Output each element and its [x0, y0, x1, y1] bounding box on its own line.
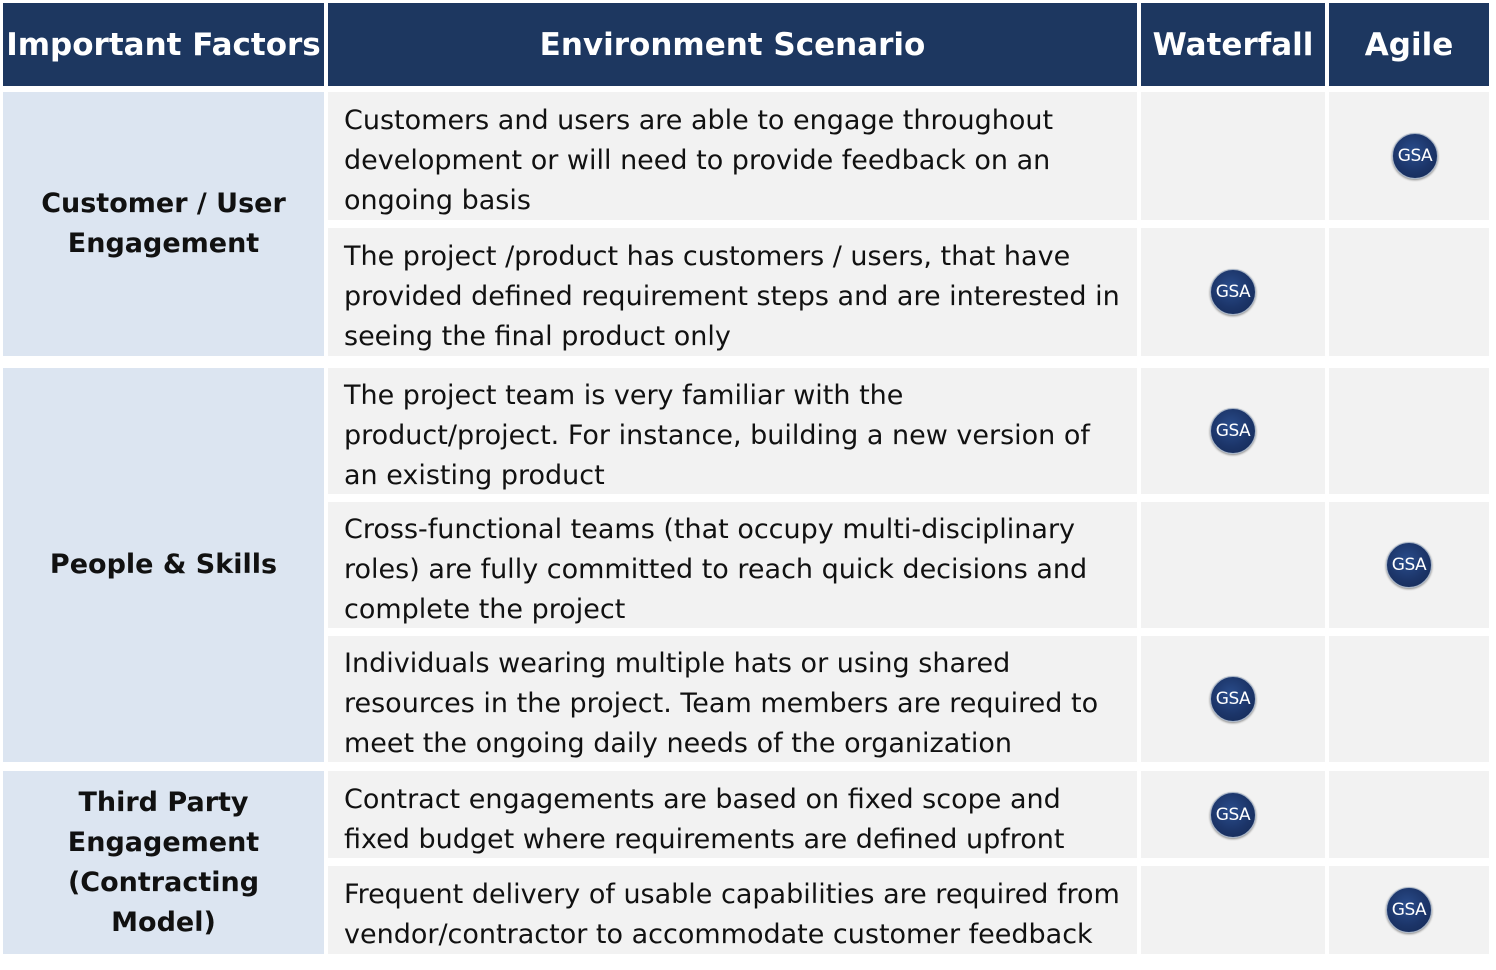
agile-cell: [1329, 636, 1489, 762]
agile-cell: GSA: [1329, 92, 1489, 220]
gsa-badge-icon: GSA: [1386, 542, 1432, 588]
gsa-badge-icon: GSA: [1210, 269, 1256, 315]
waterfall-cell: [1141, 502, 1325, 628]
waterfall-cell: GSA: [1141, 771, 1325, 858]
header-waterfall: Waterfall: [1141, 3, 1325, 86]
factor-third-party-engagement: Third Party Engagement (Contracting Mode…: [3, 771, 324, 954]
waterfall-cell: GSA: [1141, 228, 1325, 356]
scenario-cell: Customers and users are able to engage t…: [328, 92, 1137, 220]
gsa-badge-icon: GSA: [1210, 408, 1256, 454]
waterfall-cell: [1141, 866, 1325, 954]
gsa-badge-icon: GSA: [1392, 133, 1438, 179]
agile-cell: [1329, 771, 1489, 858]
waterfall-cell: GSA: [1141, 368, 1325, 494]
scenario-cell: The project /product has customers / use…: [328, 228, 1137, 356]
agile-cell: GSA: [1329, 866, 1489, 954]
scenario-cell: Individuals wearing multiple hats or usi…: [328, 636, 1137, 762]
scenario-cell: Cross-functional teams (that occupy mult…: [328, 502, 1137, 628]
header-agile: Agile: [1329, 3, 1489, 86]
waterfall-cell: GSA: [1141, 636, 1325, 762]
scenario-cell: Frequent delivery of usable capabilities…: [328, 866, 1137, 954]
scenario-cell: Contract engagements are based on fixed …: [328, 771, 1137, 858]
factor-customer-user-engagement: Customer / User Engagement: [3, 92, 324, 356]
waterfall-cell: [1141, 92, 1325, 220]
gsa-badge-icon: GSA: [1210, 676, 1256, 722]
scenario-cell: The project team is very familiar with t…: [328, 368, 1137, 494]
gsa-badge-icon: GSA: [1386, 887, 1432, 933]
gsa-badge-icon: GSA: [1210, 791, 1256, 838]
header-environment-scenario: Environment Scenario: [328, 3, 1137, 86]
agile-cell: [1329, 228, 1489, 356]
header-important-factors: Important Factors: [3, 3, 324, 86]
factor-people-skills: People & Skills: [3, 368, 324, 762]
agile-cell: GSA: [1329, 502, 1489, 628]
agile-cell: [1329, 368, 1489, 494]
